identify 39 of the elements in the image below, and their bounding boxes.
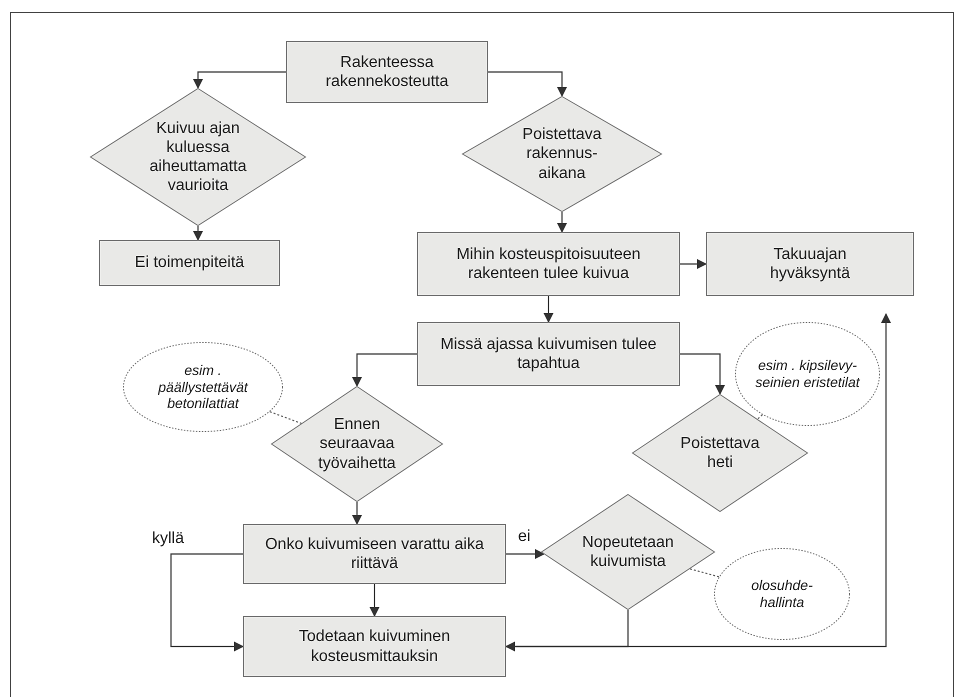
arrow — [505, 610, 629, 652]
decision-text: Ennen seuraavaa työvaihetta — [317, 415, 397, 473]
box-text: Onko kuivumiseen varattu aika riittävä — [264, 534, 485, 574]
arrow — [506, 549, 545, 559]
leader-line — [270, 411, 302, 424]
arrow — [557, 212, 567, 233]
edge-label: kyllä — [150, 530, 186, 548]
note-text: esim . kipsilevy- seinien eristetilat — [754, 357, 861, 391]
arrow — [544, 296, 554, 323]
arrow — [352, 502, 362, 525]
leader-line — [757, 414, 763, 420]
process-box — [417, 322, 680, 386]
process-box — [417, 232, 680, 296]
arrow — [193, 71, 286, 89]
arrow — [352, 353, 417, 387]
process-box — [286, 41, 488, 103]
note-text: esim . päällystettävät betonilattiat — [157, 362, 250, 412]
box-text: Takuuajan hyväksyntä — [768, 244, 852, 284]
process-box — [706, 232, 914, 296]
process-box — [243, 616, 506, 677]
box-text: Rakenteessa rakennekosteutta — [324, 52, 450, 92]
box-text: Ei toimenpiteitä — [134, 253, 244, 273]
arrow — [680, 353, 725, 395]
decision-text: Kuivuu ajan kuluessa aiheuttamatta vaurioita — [148, 118, 248, 196]
process-box — [99, 240, 280, 286]
process-box — [243, 524, 506, 584]
note-text: olosuhde- hallinta — [750, 577, 814, 611]
box-text: Missä ajassa kuivumisen tulee tapahtua — [439, 334, 658, 374]
decision-text: Poistettava rakennus- aikana — [521, 125, 603, 183]
arrow — [488, 71, 567, 97]
box-text: Mihin kosteuspitoisuuteen rakenteen tulee kuivua — [455, 244, 642, 284]
decision-text: Poistettava heti — [679, 434, 761, 472]
decision-text: Nopeutetaan kuivumista — [581, 532, 675, 572]
arrow — [193, 226, 203, 241]
arrow — [680, 259, 707, 269]
arrow — [170, 553, 244, 652]
leader-line — [690, 568, 720, 578]
arrow — [370, 584, 380, 617]
box-text: Todetaan kuivuminen kosteusmittauksin — [298, 627, 452, 666]
